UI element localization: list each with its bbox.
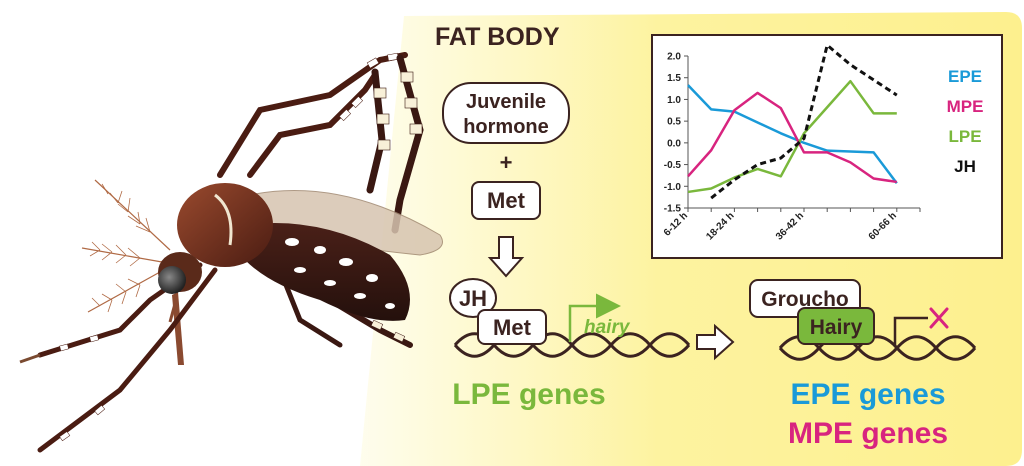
y-tick-label: -1.5 [664,204,682,215]
legend-label-mpe: MPE [947,97,984,116]
met-bound-box [477,309,547,345]
met-bound-label: Met [493,315,532,340]
juvenile-hormone-label-line2: hormone [463,116,549,138]
met-box [471,181,541,220]
hairy-protein-box [797,307,875,345]
y-tick-label: 1.0 [667,95,681,106]
series-line-mpe [687,91,897,184]
hairy-protein-label: Hairy [810,316,863,339]
chart-legend: EPE MPE LPE JH [947,67,984,176]
jh-bubble [449,278,497,318]
mosquito-illustration [19,52,443,453]
met-label: Met [487,188,526,213]
plus-sign: + [500,150,513,175]
juvenile-hormone-box [442,82,570,144]
y-tick-label: 0.0 [667,138,681,149]
legend-label-epe: EPE [948,67,982,86]
down-arrow-icon [487,236,525,278]
groucho-label: Groucho [761,288,849,311]
y-tick-label: 2.0 [667,52,681,63]
lpe-genes-label: LPE genes [452,378,605,411]
juvenile-hormone-label-line1: Juvenile [466,91,546,113]
region-title: FAT BODY [435,23,560,51]
hairy-gene-label: hairy [584,317,631,338]
legend-label-jh: JH [954,157,976,176]
y-tick-label: 0.5 [667,117,681,128]
hairy-promoter-arrow [568,293,621,342]
y-tick-label: -0.5 [664,160,682,171]
repression-x-icon [929,307,949,329]
series-line-lpe [687,79,897,194]
y-tick-label: 1.5 [667,73,681,84]
series-line-jh [710,43,898,200]
jh-label: JH [459,286,487,311]
epe-genes-label: EPE genes [790,378,945,411]
repressed-promoter-line [893,316,928,346]
chart-frame [651,34,1003,259]
right-arrow-icon [696,323,735,361]
series-line-epe [687,84,898,184]
y-tick-label: -1.0 [664,182,682,193]
mpe-genes-label: MPE genes [788,417,948,450]
legend-label-lpe: LPE [948,127,981,146]
chart-series [687,43,898,200]
